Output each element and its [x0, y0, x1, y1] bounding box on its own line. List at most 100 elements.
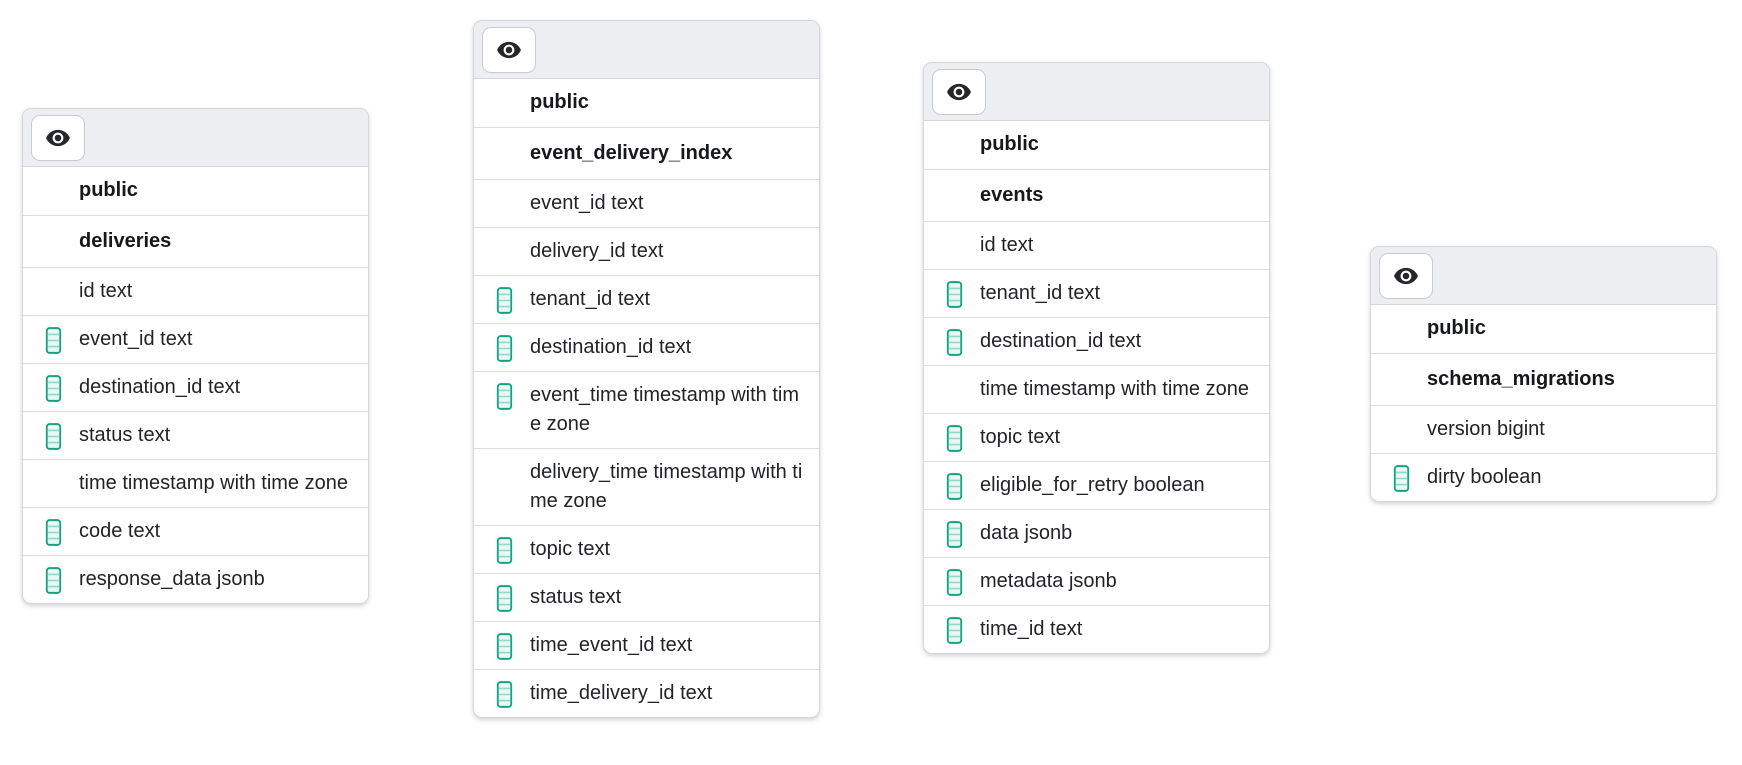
row-label: event_id text	[530, 192, 644, 214]
table-card-event_delivery_index[interactable]: public event_delivery_index event_id tex…	[473, 20, 820, 718]
row-label: code text	[79, 520, 161, 542]
visibility-toggle-button[interactable]	[31, 114, 85, 161]
column-row-id: id text	[924, 221, 1269, 269]
row-label: delivery_id text	[530, 240, 664, 262]
row-label: event_id text	[79, 328, 193, 350]
card-rows: public schema_migrations version bigint …	[1371, 305, 1716, 501]
row-label: destination_id text	[530, 336, 692, 358]
column-row-status: status text	[474, 573, 819, 621]
row-label: delivery_time timestamp with time zone	[530, 461, 803, 512]
primary-key-icon	[490, 190, 518, 216]
eye-icon	[1389, 263, 1423, 289]
schema-row: public	[474, 79, 819, 127]
column-icon	[940, 616, 968, 644]
row-label: response_data jsonb	[79, 568, 265, 590]
column-icon	[490, 382, 518, 410]
column-row-delivery_id: delivery_id text	[474, 227, 819, 275]
column-icon	[940, 520, 968, 548]
primary-key-icon	[39, 470, 67, 496]
column-icon	[940, 568, 968, 596]
card-rows: public deliveries id text event_id text …	[23, 167, 368, 603]
row-label: eligible_for_retry boolean	[980, 474, 1205, 496]
schema-diamond-icon	[39, 177, 67, 203]
table-name-row: schema_migrations	[1371, 353, 1716, 405]
column-row-event_time: event_time timestamp with time zone	[474, 371, 819, 448]
row-label: tenant_id text	[530, 288, 651, 310]
table-name-row: events	[924, 169, 1269, 221]
column-row-status: status text	[23, 411, 368, 459]
column-icon	[490, 680, 518, 708]
table-name-row: deliveries	[23, 215, 368, 267]
column-icon	[940, 328, 968, 356]
visibility-toggle-button[interactable]	[482, 26, 536, 73]
column-row-destination_id: destination_id text	[474, 323, 819, 371]
card-header	[1371, 247, 1716, 305]
column-icon	[490, 584, 518, 612]
primary-key-icon	[39, 278, 67, 304]
row-label: time timestamp with time zone	[79, 472, 348, 494]
table-card-deliveries[interactable]: public deliveries id text event_id text …	[22, 108, 369, 604]
column-icon	[39, 326, 67, 354]
schema-diamond-icon	[940, 131, 968, 157]
column-row-code: code text	[23, 507, 368, 555]
column-row-version: version bigint	[1371, 405, 1716, 453]
column-row-event_id: event_id text	[474, 179, 819, 227]
table-grid-icon	[39, 228, 67, 254]
column-row-time: time timestamp with time zone	[23, 459, 368, 507]
column-row-time: time timestamp with time zone	[924, 365, 1269, 413]
row-label: event_time timestamp with time zone	[530, 384, 799, 435]
row-label: metadata jsonb	[980, 570, 1117, 592]
row-label: destination_id text	[79, 376, 241, 398]
row-label: time timestamp with time zone	[980, 378, 1249, 400]
column-icon	[940, 424, 968, 452]
table-card-events[interactable]: public events id text tenant_id text des…	[923, 62, 1270, 654]
column-row-metadata: metadata jsonb	[924, 557, 1269, 605]
row-label: public	[530, 91, 589, 113]
column-row-delivery_time: delivery_time timestamp with time zone	[474, 448, 819, 525]
column-row-destination_id: destination_id text	[23, 363, 368, 411]
table-grid-icon	[940, 182, 968, 208]
row-label: time_id text	[980, 618, 1083, 640]
eye-icon	[492, 37, 526, 63]
table-name-row: event_delivery_index	[474, 127, 819, 179]
primary-key-icon	[940, 232, 968, 258]
row-label: events	[980, 184, 1044, 206]
column-row-time_event_id: time_event_id text	[474, 621, 819, 669]
table-card-schema_migrations[interactable]: public schema_migrations version bigint …	[1370, 246, 1717, 502]
row-label: id text	[980, 234, 1034, 256]
card-rows: public events id text tenant_id text des…	[924, 121, 1269, 653]
row-label: dirty boolean	[1427, 466, 1542, 488]
visibility-toggle-button[interactable]	[932, 68, 986, 115]
row-label: topic text	[980, 426, 1061, 448]
primary-key-icon	[490, 459, 518, 485]
column-row-eligible_for_retry: eligible_for_retry boolean	[924, 461, 1269, 509]
schema-diamond-icon	[1387, 315, 1415, 341]
primary-key-icon	[940, 376, 968, 402]
column-row-time_id: time_id text	[924, 605, 1269, 653]
row-label: public	[1427, 317, 1486, 339]
column-icon	[940, 280, 968, 308]
column-row-topic: topic text	[924, 413, 1269, 461]
column-icon	[490, 334, 518, 362]
column-row-response_data: response_data jsonb	[23, 555, 368, 603]
card-header	[924, 63, 1269, 121]
column-icon	[490, 536, 518, 564]
row-label: data jsonb	[980, 522, 1073, 544]
card-header	[474, 21, 819, 79]
row-label: deliveries	[79, 230, 172, 252]
column-icon	[39, 518, 67, 546]
visibility-toggle-button[interactable]	[1379, 252, 1433, 299]
row-label: version bigint	[1427, 418, 1545, 440]
row-label: public	[980, 133, 1039, 155]
schema-diamond-icon	[490, 89, 518, 115]
column-icon	[940, 472, 968, 500]
row-label: public	[79, 179, 138, 201]
primary-key-icon	[490, 238, 518, 264]
row-label: status text	[530, 586, 622, 608]
column-row-data: data jsonb	[924, 509, 1269, 557]
schema-row: public	[1371, 305, 1716, 353]
column-icon	[39, 374, 67, 402]
column-icon	[490, 632, 518, 660]
